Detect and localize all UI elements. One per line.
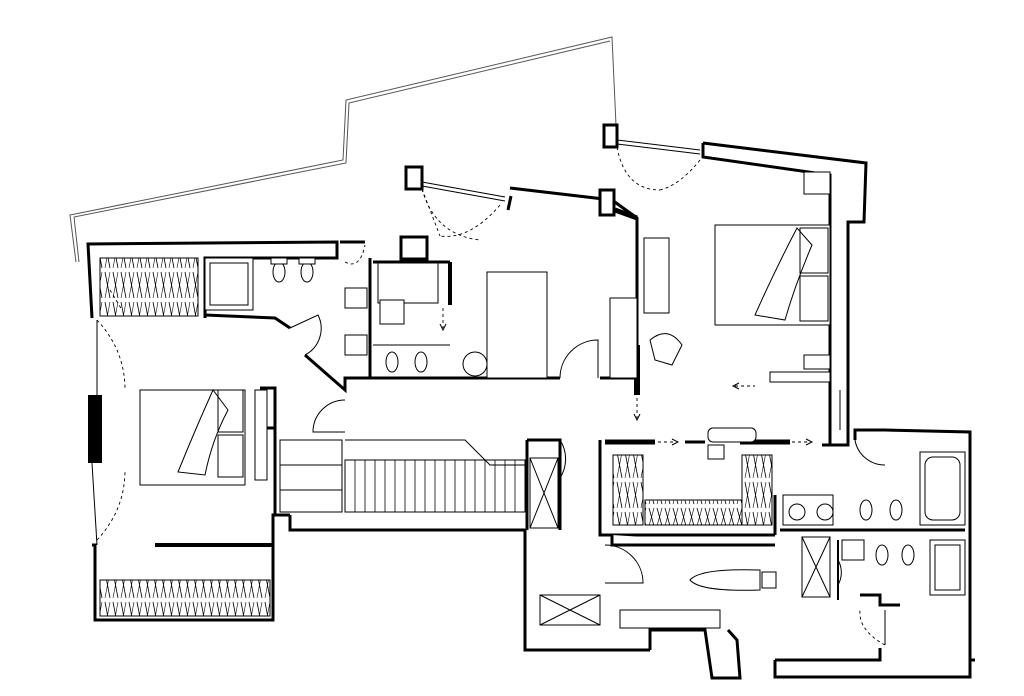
chair: [462, 351, 488, 377]
bathroom-east: [782, 451, 966, 526]
bidet: [300, 261, 314, 283]
armchair: [649, 333, 683, 366]
bathroom-west: [204, 257, 316, 311]
bidet: [414, 351, 428, 373]
bidet: [889, 499, 903, 521]
window-posts: [399, 123, 619, 261]
desk: [486, 271, 548, 379]
wardrobe: [99, 257, 199, 317]
shower: [377, 262, 439, 304]
study: [462, 271, 638, 379]
toilet: [272, 261, 286, 283]
toilet: [859, 499, 873, 521]
laundry: [619, 569, 777, 629]
bathroom-south-east: [801, 536, 966, 598]
circulation-arrows: [439, 308, 814, 446]
walk-in-closet: [612, 427, 773, 526]
glazing: [421, 139, 886, 645]
ironing-board: [689, 569, 761, 591]
toilet: [385, 351, 399, 373]
stair-hall: [279, 439, 601, 626]
terrace-outline: [69, 36, 617, 263]
bedroom-west: [99, 257, 271, 617]
window-swings: [96, 146, 886, 646]
door-swings: [289, 314, 886, 586]
bedroom-north-east: [643, 171, 831, 383]
wardrobe: [99, 579, 271, 617]
bathroom-north: [344, 262, 450, 373]
